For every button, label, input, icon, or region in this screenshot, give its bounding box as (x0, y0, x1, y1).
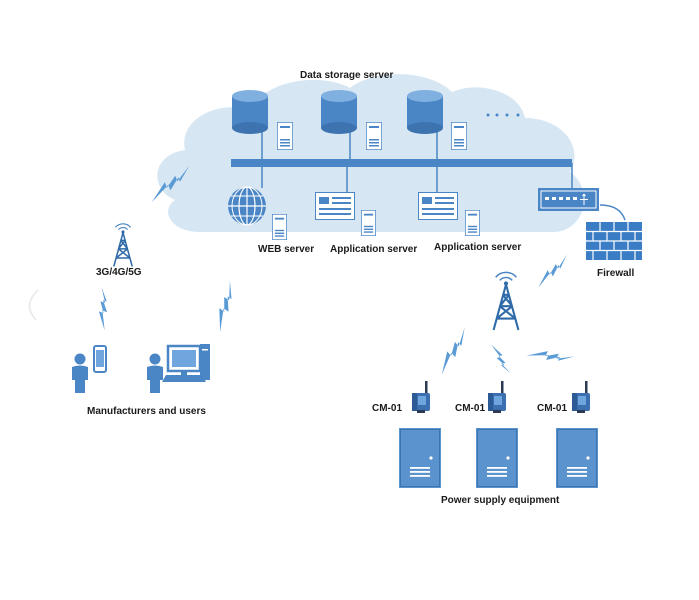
decorative-arc (28, 289, 39, 321)
server-icon (465, 210, 480, 236)
manufacturers-users-label: Manufacturers and users (87, 406, 206, 417)
server-icon (272, 214, 287, 240)
wireless-modem-icon (572, 381, 590, 413)
wireless-modem-icon (412, 381, 430, 413)
cell-tower-icon (492, 271, 520, 332)
server-icon (366, 122, 382, 150)
lightning-icon (202, 280, 248, 333)
user-icon (147, 353, 163, 393)
server-icon (277, 122, 293, 150)
user-with-phone (72, 345, 107, 393)
user-with-computer (147, 344, 210, 393)
more-dots (486, 113, 520, 117)
switch-icon (538, 188, 599, 211)
monitor-icon (315, 192, 355, 220)
desktop-computer-icon (162, 344, 210, 382)
network-type-label: 3G/4G/5G (96, 267, 142, 278)
database-icon (407, 90, 443, 134)
lightning-icon (526, 337, 575, 375)
cell-tower-icon (112, 222, 134, 268)
user-icon (72, 353, 88, 393)
web-server-label: WEB server (258, 244, 315, 255)
database-icon (321, 90, 357, 134)
globe-icon (228, 186, 266, 226)
power-cabinet-icon (556, 428, 598, 488)
lightning-icon (490, 341, 511, 376)
lightning-icon (87, 286, 119, 331)
lightning-icon (427, 327, 479, 375)
application-server-label-1: Application server (330, 244, 418, 255)
device-label-3: CM-01 (537, 403, 568, 414)
firewall-label: Firewall (597, 268, 635, 279)
web-server (228, 186, 287, 240)
device-label-1: CM-01 (372, 403, 403, 414)
network-bus (231, 130, 626, 221)
power-cabinet-icon (476, 428, 518, 488)
monitor-icon (418, 192, 458, 220)
wireless-modem-icon (488, 381, 506, 413)
phone-icon (93, 345, 107, 373)
device-label-2: CM-01 (455, 403, 486, 414)
database-icon (232, 90, 268, 134)
power-supply-equipment-label: Power supply equipment (441, 495, 560, 506)
data-storage-server-label: Data storage server (300, 70, 394, 81)
application-server-label-2: Application server (434, 242, 522, 253)
firewall-icon (586, 222, 642, 260)
power-cabinet-icon (399, 428, 441, 488)
lightning-icon (530, 254, 575, 288)
server-icon (361, 210, 376, 236)
cloud-background (157, 74, 585, 232)
server-icon (451, 122, 467, 150)
